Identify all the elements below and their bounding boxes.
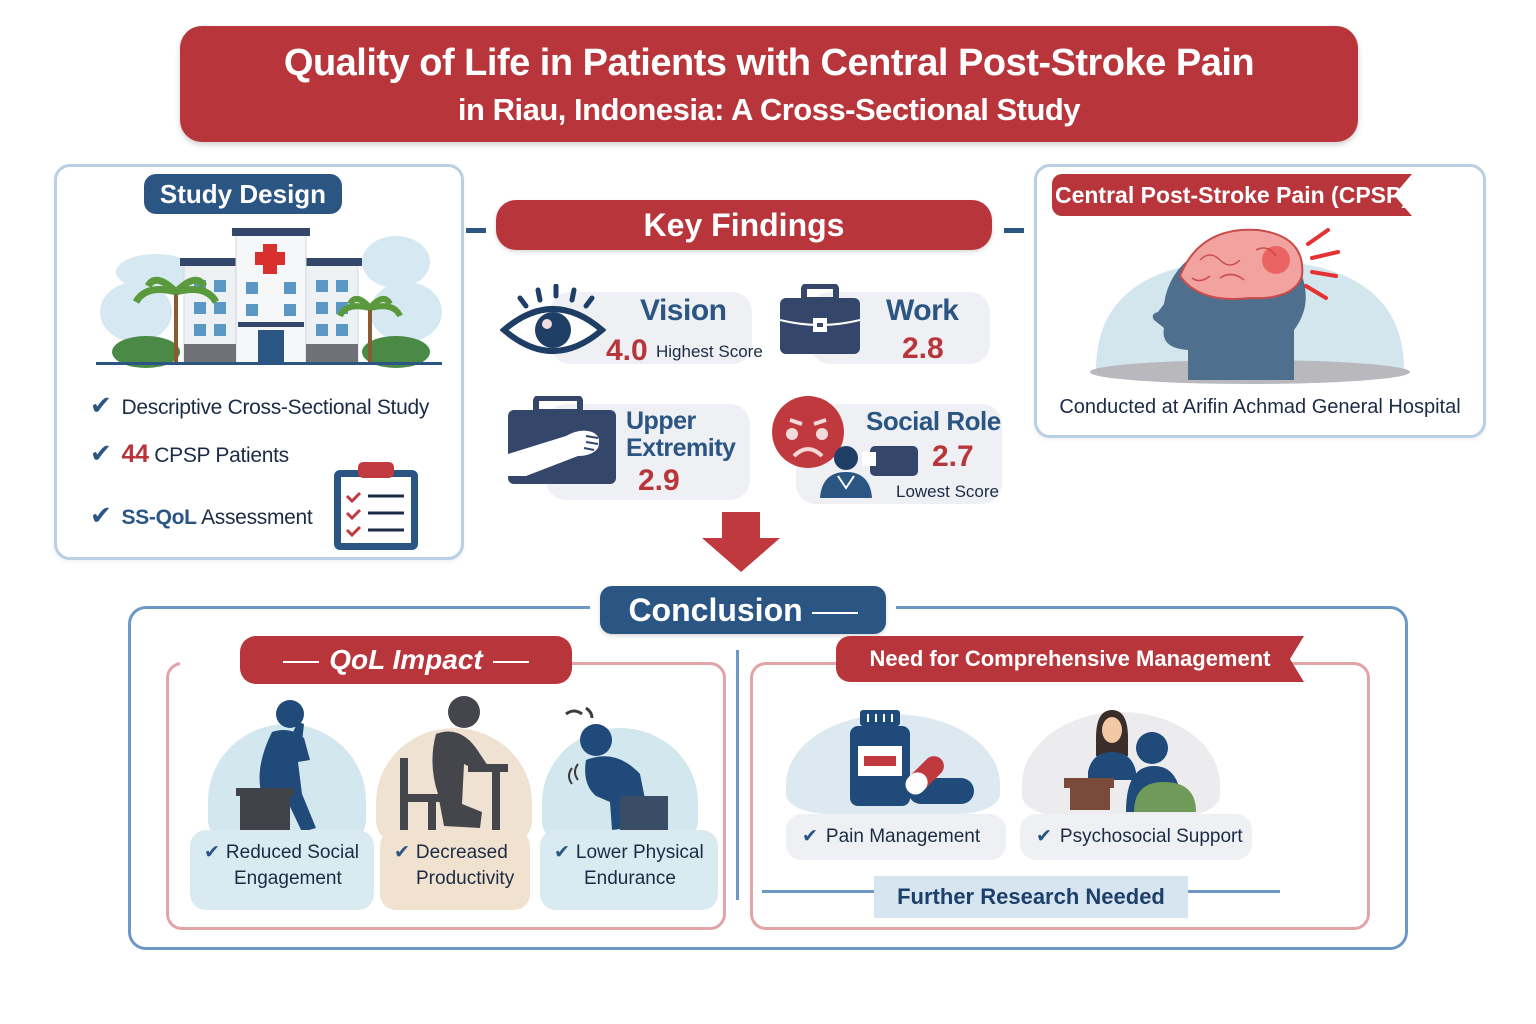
study-item-assessment: ✔SS-QoL Assessment: [90, 500, 313, 530]
sad-face-people-icon: [772, 396, 918, 498]
check-icon: ✔: [554, 842, 570, 863]
check-icon: ✔: [394, 842, 410, 863]
frame-gap: [756, 650, 832, 660]
title-line-1: Quality of Life in Patients with Central…: [283, 42, 1255, 84]
arm-briefcase-icon: [508, 396, 616, 484]
research-line-left: [762, 890, 874, 893]
title-banner: Quality of Life in Patients with Central…: [180, 26, 1358, 142]
finding-work-label: Work: [886, 294, 959, 327]
frame-gap: [180, 650, 240, 670]
finding-social-role-label: Social Role: [866, 406, 1001, 436]
connector-left: [466, 228, 486, 233]
title-line-2: in Riau, Indonesia: A Cross-Sectional St…: [457, 92, 1081, 127]
mgmt-card-psychosocial: ✔Psychosocial Support: [1020, 814, 1252, 860]
person-at-desk-icon: [400, 696, 508, 834]
check-icon: ✔: [1036, 826, 1052, 847]
management-heading: Need for Comprehensive Management: [836, 636, 1304, 682]
briefcase-icon: [779, 284, 861, 354]
check-icon: ✔: [90, 500, 112, 530]
research-line-right: [1188, 890, 1280, 893]
mgmt-card-pain: ✔Pain Management: [786, 814, 1006, 860]
check-icon: ✔: [204, 842, 220, 863]
head-brain-pain-icon: [1090, 228, 1410, 384]
cpsp-caption: Conducted at Arifin Achmad General Hospi…: [1059, 396, 1461, 418]
finding-upper-extremity-label: Upper Extremity: [626, 407, 736, 462]
finding-social-role-score: 2.7: [932, 440, 974, 473]
impact-card-endurance: ✔Lower Physical Endurance: [540, 830, 718, 910]
person-in-pain-icon: [565, 706, 668, 832]
cpsp-heading: Central Post-Stroke Pain (CPSP): [1052, 174, 1412, 216]
check-icon: ✔: [802, 826, 818, 847]
study-design-heading: Study Design: [144, 174, 342, 214]
sitting-person-thinking-icon: [236, 700, 316, 832]
conclusion-divider: [736, 650, 739, 900]
down-arrow-icon: [702, 512, 780, 572]
hospital-icon: [96, 228, 442, 368]
connector-right: [1004, 228, 1024, 233]
further-research-label: Further Research Needed: [874, 876, 1188, 918]
check-icon: ✔: [90, 390, 112, 420]
finding-vision-label: Vision: [640, 294, 727, 327]
medicine-bottle-pills-icon: [850, 710, 974, 806]
impact-card-social: ✔Reduced Social Engagement: [190, 830, 374, 910]
finding-vision-score: 4.0: [606, 334, 648, 367]
finding-vision-note: Highest Score: [656, 342, 763, 361]
check-icon: ✔: [90, 438, 112, 468]
eye-icon: [500, 284, 606, 354]
finding-social-role-note: Lowest Score: [896, 482, 999, 501]
qol-impact-heading: QoL Impact: [240, 636, 572, 684]
conclusion-heading: Conclusion: [600, 586, 886, 634]
clipboard-checklist-icon: [334, 462, 418, 550]
study-item-design: ✔Descriptive Cross-Sectional Study: [90, 390, 430, 420]
patient-count: 44: [121, 440, 150, 468]
finding-work-score: 2.8: [902, 332, 944, 365]
counseling-icon: [1064, 710, 1196, 812]
impact-card-productivity: ✔Decreased Productivity: [380, 830, 530, 910]
key-findings-heading: Key Findings: [496, 200, 992, 250]
study-item-patients: ✔44 CPSP Patients: [90, 438, 289, 468]
finding-upper-extremity-score: 2.9: [638, 464, 680, 497]
